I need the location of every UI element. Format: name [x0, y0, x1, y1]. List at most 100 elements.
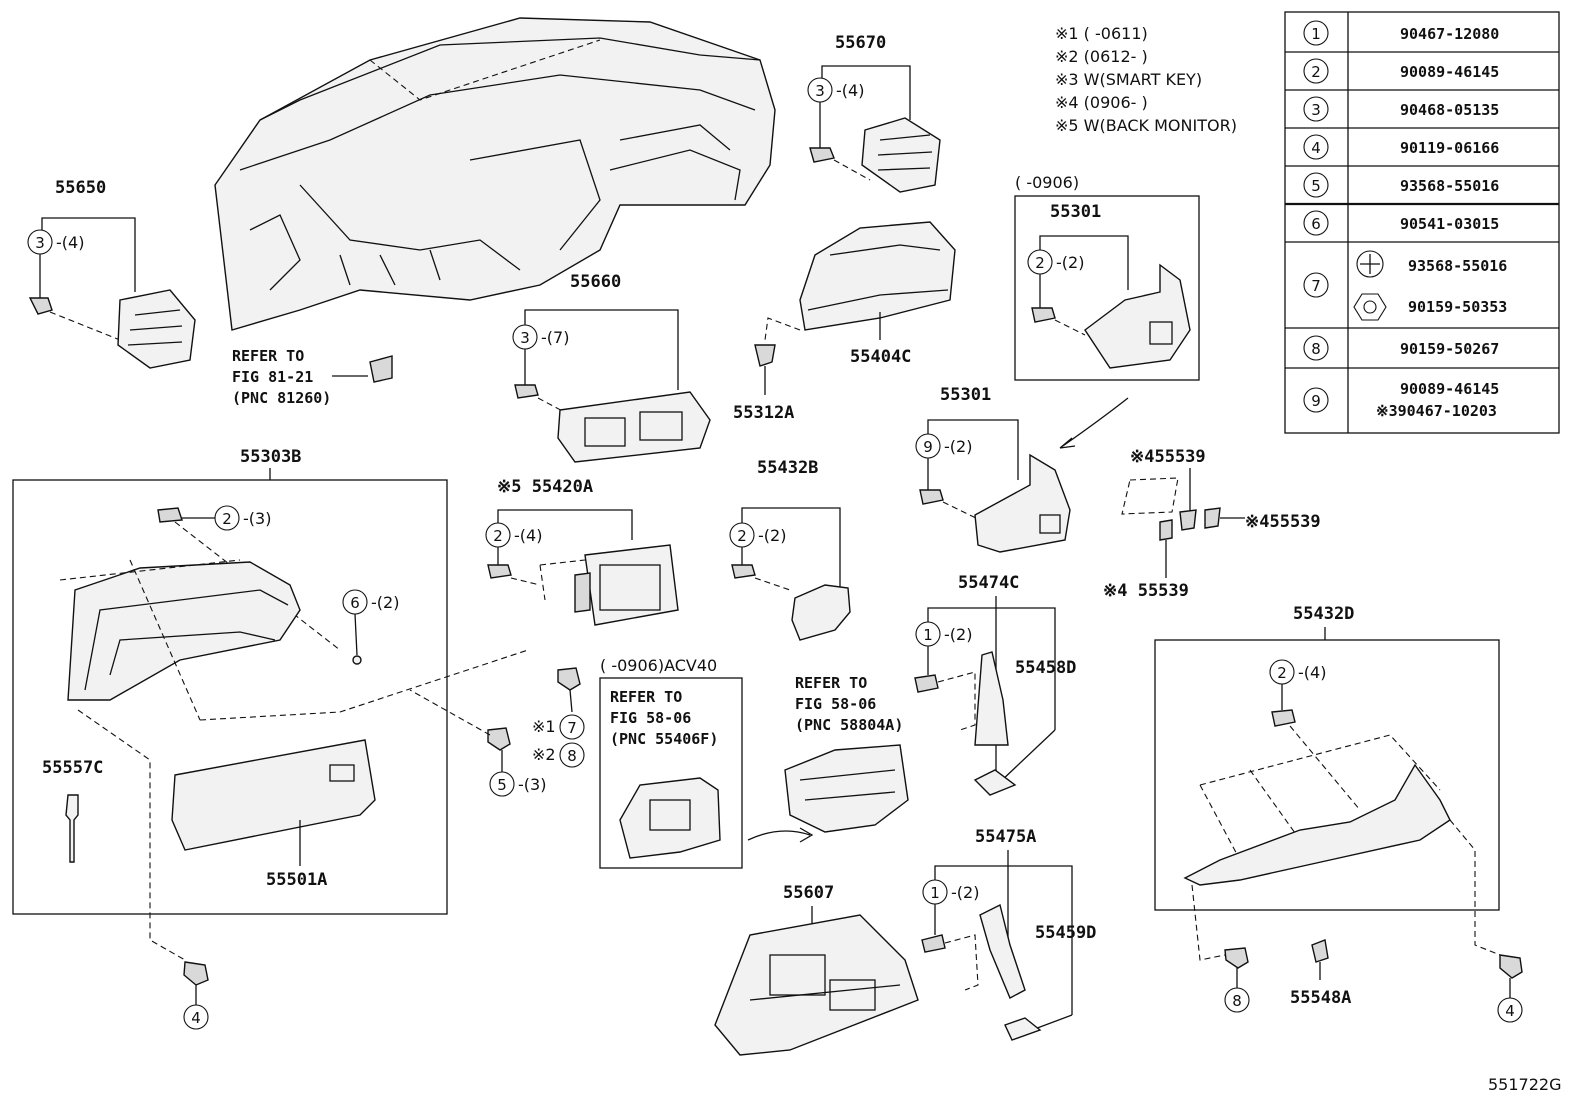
- svg-text:3: 3: [35, 234, 45, 252]
- refer-fig-58-06-55406F: ( -0906)ACV40 REFER TO FIG 58-06 (PNC 55…: [599, 656, 814, 869]
- table-row-9: 9 90089-46145 ※390467-10203: [1303, 380, 1499, 420]
- pnc-55660-label: 55660: [570, 272, 621, 292]
- refer-1-line-3: (PNC 81260): [232, 389, 331, 407]
- note-3: ※3 W(SMART KEY): [1055, 70, 1202, 89]
- svg-text:2: 2: [493, 527, 503, 545]
- svg-text:5: 5: [1311, 177, 1321, 195]
- pnc-55301-boxed-label: 55301: [1050, 202, 1101, 222]
- trim-55474C: 55474C 1 -(2) 55458D: [914, 573, 1076, 796]
- svg-text:90159-50267: 90159-50267: [1400, 340, 1499, 358]
- pnc-55548A-label: 55548A: [1290, 988, 1351, 1008]
- refer-1-line-1: REFER TO: [232, 347, 304, 365]
- panel-55432B: 55432B 2 -(2): [729, 458, 851, 641]
- refer-fig-58-06-58804A: REFER TO FIG 58-06 (PNC 58804A): [784, 674, 909, 833]
- table-row-2: 2 90089-46145: [1303, 58, 1499, 84]
- refer-3-line-2: FIG 58-06: [795, 695, 876, 713]
- svg-text:9: 9: [1311, 392, 1321, 410]
- svg-text:1: 1: [923, 626, 933, 644]
- svg-text:7: 7: [1311, 277, 1321, 295]
- refer-fig-81-21: REFER TO FIG 81-21 (PNC 81260): [232, 347, 393, 407]
- pnc-55420A-label: ※5 55420A: [497, 477, 593, 497]
- qty-55303B-clip: -(3): [243, 509, 271, 528]
- svg-text:4: 4: [1311, 139, 1321, 157]
- svg-text:3: 3: [1311, 101, 1321, 119]
- qty-55475A: -(2): [951, 883, 979, 902]
- qty-55432B: -(2): [758, 526, 786, 545]
- svg-text:4: 4: [191, 1009, 201, 1027]
- refer-2-line-3: (PNC 55406F): [610, 730, 718, 748]
- pnc-55539-c-label: ※4 55539: [1103, 581, 1189, 601]
- svg-text:90159-50353: 90159-50353: [1408, 298, 1507, 316]
- svg-text:2: 2: [1035, 254, 1045, 272]
- qty-6: -(2): [371, 593, 399, 612]
- table-row-6: 6 90541-03015: [1303, 210, 1499, 236]
- pnc-55501A-label: 55501A: [266, 870, 327, 890]
- svg-text:93568-55016: 93568-55016: [1408, 257, 1507, 275]
- svg-text:90119-06166: 90119-06166: [1400, 139, 1499, 157]
- qty-55650: -(4): [56, 233, 84, 252]
- pnc-55432D-label: 55432D: [1293, 604, 1354, 624]
- panel-group-55432D: 55432D 2 -(4) 8 55548A 4: [1154, 604, 1523, 1023]
- table-row-5: 5 93568-55016: [1303, 172, 1499, 198]
- instrument-panel-illustration: [214, 17, 776, 331]
- parts-table: 1 90467-12080 2 90089-46145 3 90468-0513…: [1284, 11, 1560, 434]
- pnc-55459D-label: 55459D: [1035, 923, 1096, 943]
- refer-2-line-1: REFER TO: [610, 688, 682, 706]
- qty-55474C: -(2): [944, 625, 972, 644]
- svg-text:90467-12080: 90467-12080: [1400, 25, 1499, 43]
- panel-55301-boxed: ( -0906) 55301 2 -(2): [1014, 173, 1200, 381]
- pnc-55458D-label: 55458D: [1015, 658, 1076, 678]
- qty-55432D: -(4): [1298, 663, 1326, 682]
- figure-id: 551722G: [1488, 1075, 1561, 1094]
- svg-text:8: 8: [1311, 340, 1321, 358]
- range-0906-acv40-label: ( -0906)ACV40: [600, 656, 717, 675]
- svg-text:90468-05135: 90468-05135: [1400, 101, 1499, 119]
- pnc-55539-a-label: ※455539: [1130, 447, 1206, 467]
- table-row-3: 3 90468-05135: [1303, 96, 1499, 122]
- svg-text:93568-55016: 93568-55016: [1400, 177, 1499, 195]
- panel-55301: 55301 9 -(2): [915, 385, 1071, 553]
- svg-text:90089-46145: 90089-46145: [1400, 380, 1499, 398]
- svg-text:6: 6: [1311, 215, 1321, 233]
- vent-55670: 55670 3 -(4): [807, 33, 941, 193]
- note-4: ※4 (0906- ): [1055, 93, 1148, 112]
- table-row-7: 7 93568-55016 90159-50353: [1303, 250, 1507, 321]
- svg-text:2: 2: [737, 527, 747, 545]
- pointer-arrow-55301: [1059, 397, 1129, 449]
- svg-text:5: 5: [497, 776, 507, 794]
- refer-3-line-1: REFER TO: [795, 674, 867, 692]
- pnc-55303B-label: 55303B: [240, 447, 301, 467]
- svg-text:6: 6: [350, 594, 360, 612]
- vent-55650: 55650 3 -(4): [27, 178, 196, 369]
- svg-text:3: 3: [815, 82, 825, 100]
- svg-text:3: 3: [520, 329, 530, 347]
- range-0906-label: ( -0906): [1015, 173, 1079, 192]
- pnc-55650-label: 55650: [55, 178, 106, 198]
- vent-55660: 55660 3 -(7): [512, 272, 711, 463]
- screws-55303B: ※1 7 ※2 8 5 -(3): [409, 667, 585, 797]
- svg-text:1: 1: [930, 884, 940, 902]
- qty-55301-boxed: -(2): [1056, 253, 1084, 272]
- svg-text:1: 1: [1311, 25, 1321, 43]
- table-row-1: 1 90467-12080: [1303, 20, 1499, 46]
- pnc-55404C-label: 55404C: [850, 347, 911, 367]
- table-row-4: 4 90119-06166: [1303, 134, 1499, 160]
- cluster-hood-55404C: 55404C 55312A: [733, 221, 956, 423]
- qty-55301: -(2): [944, 437, 972, 456]
- pnc-55432B-label: 55432B: [757, 458, 818, 478]
- svg-text:2: 2: [1311, 63, 1321, 81]
- pnc-55557C-label: 55557C: [42, 758, 103, 778]
- pnc-55607-label: 55607: [783, 883, 834, 903]
- pnc-55539-b-label: ※455539: [1245, 512, 1321, 532]
- svg-text:4: 4: [1505, 1002, 1515, 1020]
- notes-block: ※1 ( -0611) ※2 (0612- ) ※3 W(SMART KEY) …: [1055, 24, 1237, 135]
- note-2: ※2 (0612- ): [1055, 47, 1148, 66]
- pnc-55670-label: 55670: [835, 33, 886, 53]
- qty-5: -(3): [518, 775, 546, 794]
- marker-2: ※2: [532, 745, 556, 764]
- table-row-8: 8 90159-50267: [1303, 335, 1499, 361]
- note-1: ※1 ( -0611): [1055, 24, 1148, 43]
- pnc-55474C-label: 55474C: [958, 573, 1019, 593]
- bezel-55420A: ※5 55420A 2 -(4): [485, 477, 679, 626]
